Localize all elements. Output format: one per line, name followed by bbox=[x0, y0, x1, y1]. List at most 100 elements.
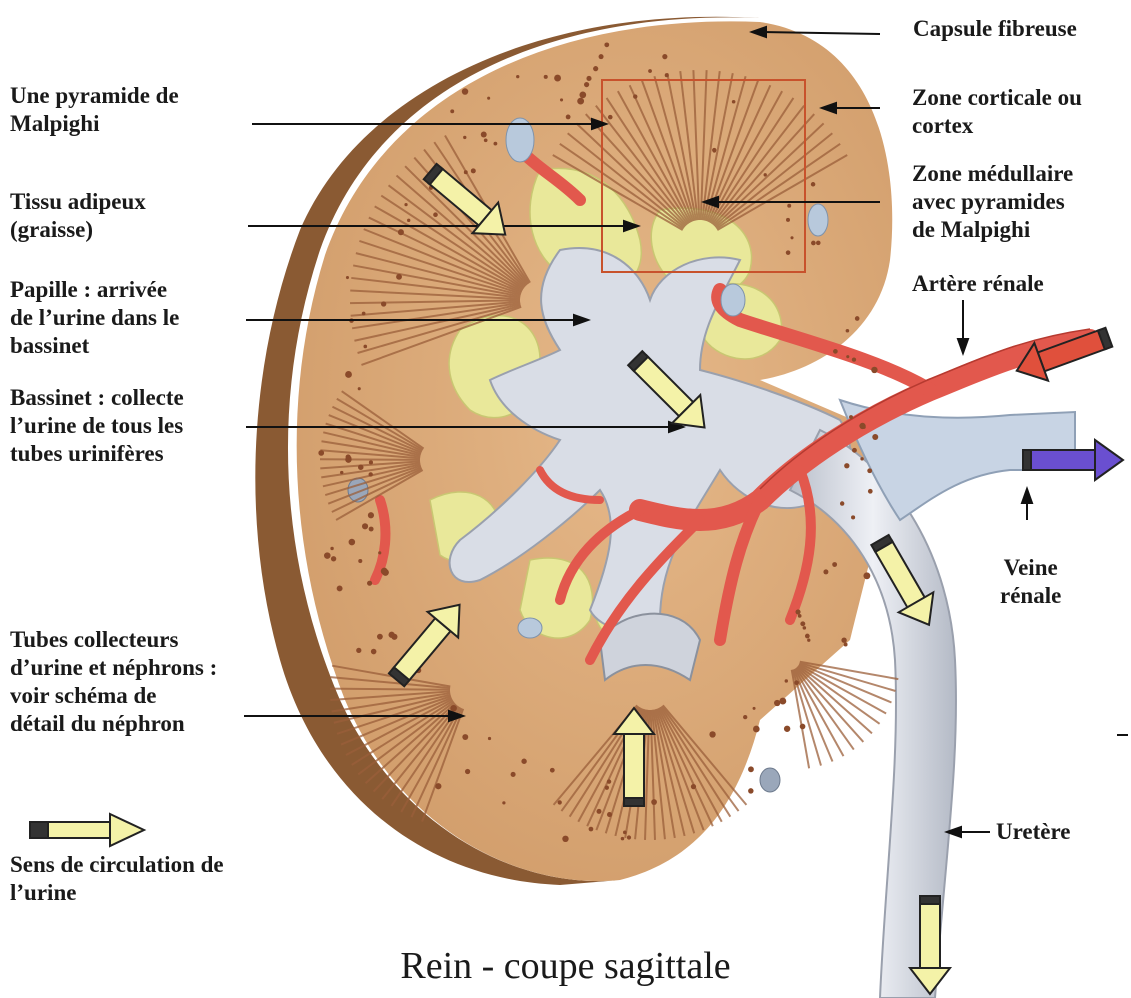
cortex-dot bbox=[368, 512, 374, 518]
cortex-dot bbox=[494, 142, 498, 146]
label-bassinet-line3: tubes urinifères bbox=[10, 440, 184, 468]
label-tubes-line4: détail du néphron bbox=[10, 710, 217, 738]
cortex-dot bbox=[774, 700, 780, 706]
cortex-dot bbox=[651, 799, 657, 805]
cortex-dot bbox=[463, 136, 466, 139]
cortex-dot bbox=[633, 94, 637, 98]
label-papille-line3: bassinet bbox=[10, 332, 179, 360]
cortex-dot bbox=[604, 42, 609, 47]
cortex-dot bbox=[577, 98, 584, 105]
label-tissu-line2: (graisse) bbox=[10, 216, 146, 244]
cortex-dot bbox=[358, 559, 362, 563]
label-medullaire-line2: avec pyramides bbox=[912, 188, 1073, 216]
cortex-dot bbox=[377, 634, 383, 640]
cortex-dot bbox=[607, 812, 612, 817]
cortex-dot bbox=[868, 489, 873, 494]
label-veine-line1: Veine bbox=[1000, 554, 1061, 582]
cortex-dot bbox=[860, 457, 863, 460]
cortex-dot bbox=[784, 726, 790, 732]
cortex-dot bbox=[833, 349, 838, 354]
label-cortex-line1: Zone corticale ou bbox=[912, 84, 1082, 112]
cortex-dot bbox=[558, 800, 562, 804]
cortex-dot bbox=[846, 355, 849, 358]
cortex-dot bbox=[800, 724, 806, 730]
cortex-dot bbox=[356, 648, 361, 653]
cortex-dot bbox=[481, 132, 487, 138]
label-medullaire: Zone médullaire avec pyramides de Malpig… bbox=[912, 160, 1073, 244]
cortex-dot bbox=[823, 569, 828, 574]
cortex-dot bbox=[381, 301, 386, 306]
cortex-dot bbox=[407, 219, 410, 222]
cortex-dot bbox=[462, 88, 468, 94]
cortex-dot bbox=[748, 788, 753, 793]
cortex-dot bbox=[832, 562, 837, 567]
label-uretere: Uretère bbox=[996, 818, 1070, 846]
cortex-dot bbox=[623, 831, 627, 835]
cortex-dot bbox=[787, 204, 791, 208]
cortex-dot bbox=[871, 367, 877, 373]
cortex-dot bbox=[855, 316, 860, 321]
cortex-dot bbox=[785, 679, 788, 682]
cortex-dot bbox=[382, 569, 389, 576]
striation-line bbox=[320, 459, 420, 460]
cortex-dot bbox=[608, 115, 613, 120]
cortex-dot bbox=[378, 551, 381, 554]
cortex-dot bbox=[607, 779, 611, 783]
cortex-dot bbox=[811, 241, 816, 246]
label-tubes-line1: Tubes collecteurs bbox=[10, 626, 217, 654]
cortex-dot bbox=[337, 586, 343, 592]
cortex-dot bbox=[599, 54, 604, 59]
cortex-dot bbox=[863, 572, 870, 579]
cortex-dot bbox=[867, 468, 872, 473]
label-bassinet-line1: Bassinet : collecte bbox=[10, 384, 184, 412]
label-artere: Artère rénale bbox=[912, 270, 1044, 298]
cortex-dot bbox=[389, 632, 395, 638]
cortex-dot bbox=[593, 66, 598, 71]
striation-line bbox=[330, 689, 450, 690]
label-medullaire-line3: de Malpighi bbox=[912, 216, 1073, 244]
cortex-dot bbox=[840, 501, 844, 505]
cortex-dot bbox=[464, 170, 468, 174]
cortex-dot bbox=[346, 276, 349, 279]
label-papille: Papille : arrivée de l’urine dans le bas… bbox=[10, 276, 179, 360]
cortex-dot bbox=[779, 698, 786, 705]
cortex-dot bbox=[331, 556, 336, 561]
diagram-title: Rein - coupe sagittale bbox=[0, 944, 1131, 988]
cortex-dot bbox=[367, 581, 372, 586]
cortex-dot bbox=[849, 415, 853, 419]
cortex-dot bbox=[852, 448, 857, 453]
legend-text: Sens de circulation de l’urine bbox=[10, 851, 224, 907]
cortex-dot bbox=[554, 75, 561, 82]
cortex-dot bbox=[665, 73, 669, 77]
legend-text-line1: Sens de circulation de bbox=[10, 851, 224, 879]
cortex-dot bbox=[362, 523, 368, 529]
cortex-dot bbox=[732, 100, 736, 104]
cortex-dot bbox=[487, 97, 490, 100]
cortex-dot bbox=[803, 626, 807, 630]
label-tissu-line1: Tissu adipeux bbox=[10, 188, 146, 216]
cortex-dot bbox=[691, 784, 696, 789]
cortex-dot bbox=[340, 471, 343, 474]
cortex-dot bbox=[807, 639, 810, 642]
cortex-dot bbox=[502, 801, 505, 804]
cortex-dot bbox=[566, 115, 571, 120]
cortex-dot bbox=[562, 836, 568, 842]
cortex-dot bbox=[605, 786, 609, 790]
cortex-dot bbox=[404, 203, 407, 206]
cortex-dot bbox=[471, 168, 476, 173]
cortex-dot bbox=[560, 98, 563, 101]
cortex-dot bbox=[398, 229, 404, 235]
cortex-dot bbox=[369, 527, 374, 532]
label-tubes: Tubes collecteurs d’urine et néphrons : … bbox=[10, 626, 217, 738]
cortex-dot bbox=[764, 173, 767, 176]
cortex-dot bbox=[786, 218, 790, 222]
label-tubes-line3: voir schéma de bbox=[10, 682, 217, 710]
cortex-dot bbox=[627, 835, 631, 839]
cortex-dot bbox=[396, 274, 402, 280]
label-capsule: Capsule fibreuse bbox=[913, 15, 1077, 43]
cortex-dot bbox=[358, 387, 361, 390]
cortex-dot bbox=[511, 772, 516, 777]
cortex-dot bbox=[318, 450, 324, 456]
cortex-dot bbox=[516, 75, 519, 78]
